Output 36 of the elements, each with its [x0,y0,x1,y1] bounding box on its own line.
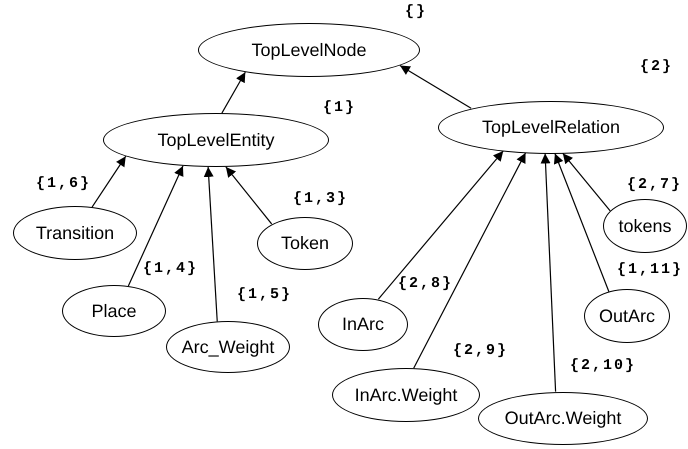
arrow [221,72,246,114]
node-label: tokens [618,216,672,236]
arrow [92,156,126,208]
node-annotation: {2,10} [570,357,636,374]
node-label: Transition [36,222,114,244]
node-label: TopLevelNode [251,40,367,60]
node-label: TopLevelRelation [482,116,620,138]
node-annotation: {1,11} [617,261,684,278]
ellipse-node [603,199,687,253]
node-label: InArc.Weight [354,384,458,406]
arrow [128,166,184,286]
node-annotation: {} [405,3,428,20]
arrow [378,150,504,300]
node-label: OutArc [598,306,655,326]
node-label: OutArc.Weight [504,408,622,428]
arrow [413,152,526,368]
node-label: Token [280,232,330,254]
node-annotation: {2,9} [453,342,508,359]
arrow [225,166,272,224]
node-annotation: {1,5} [237,286,292,303]
node-label: Place [91,300,137,322]
arrow [400,64,472,109]
arrow [204,166,218,322]
arrow [562,152,611,212]
node-annotation: {1} [323,99,356,116]
arrow [540,153,556,392]
node-annotation: {1,6} [36,175,92,192]
node-label: Arc_Weight [182,336,274,358]
node-label: InArc [342,314,384,334]
node-annotation: {1,4} [143,260,198,277]
node-annotation: {2} [640,58,674,75]
arrow [554,153,610,292]
node-annotation: {2,7} [627,176,682,193]
node-label: TopLevelEntity [157,130,275,150]
node-annotation: {2,8} [398,275,454,292]
node-annotation: {1,3} [293,190,348,207]
